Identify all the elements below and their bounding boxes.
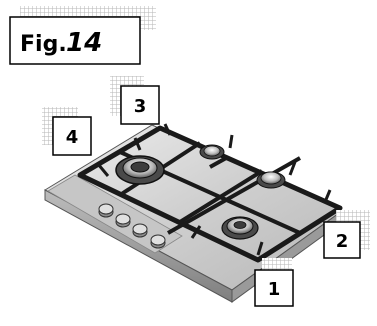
callout-3: 3 [110,76,160,125]
grate-cross-bar-right [178,169,264,224]
callout-2: 2 [323,210,370,259]
burner-wok [115,155,165,185]
callout-2-label: 2 [336,231,349,252]
burner-rear [199,144,225,160]
caption-prefix: Fig. [20,32,67,57]
callout-2-box [323,221,361,259]
grate-prong [256,241,264,256]
callout-1-label: 1 [268,279,281,300]
grate-prong [288,161,297,176]
grate-prong [190,225,202,239]
knob-4 [150,234,166,249]
grate-bridge [209,155,229,169]
callout-3-label: 3 [134,96,147,117]
figure-caption: Fig. 14 [9,6,156,65]
knob-3 [132,223,148,238]
knob-1 [98,203,114,218]
grate-prong [323,189,332,203]
grate-prong [96,163,110,177]
caption-box [9,16,141,65]
callout-4-box [52,116,92,156]
grate-prong [163,123,172,136]
callout-1: 1 [254,258,294,307]
burner-right [256,171,286,189]
cooktop [43,123,343,303]
caption-number: 14 [66,28,102,58]
knob-2 [115,213,131,228]
callout-4-label: 4 [66,127,79,148]
control-panel [47,174,183,254]
callout-4: 4 [42,107,92,156]
grate-prong [133,137,142,151]
grate-outer-frame [77,125,343,263]
burner-front [221,216,259,240]
grate-prong [228,134,234,149]
grate-center-bar-long [167,156,301,235]
callout-1-box [254,269,294,307]
control-knobs [98,203,166,249]
callout-3-box [120,85,160,125]
